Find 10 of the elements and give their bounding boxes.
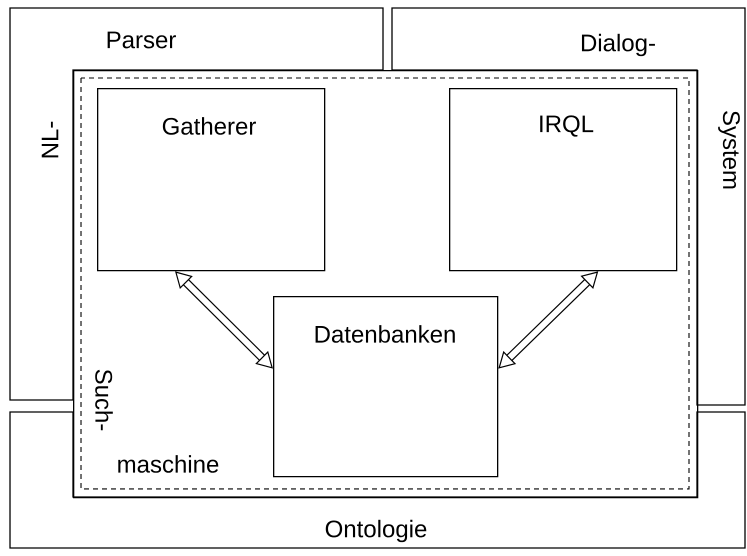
region-label: Such- [95,370,113,430]
region-label: System [718,111,740,188]
region-label: NL- [42,122,58,158]
region-label: Gatherer [162,117,256,135]
region-label: Parser [108,32,176,48]
region-label: Dialog- [582,34,655,56]
region-label: maschine [118,455,218,473]
region-label: Ontologie [326,520,426,542]
region-label: IRQL [540,115,594,137]
region-label: Datenbanken [316,325,455,343]
